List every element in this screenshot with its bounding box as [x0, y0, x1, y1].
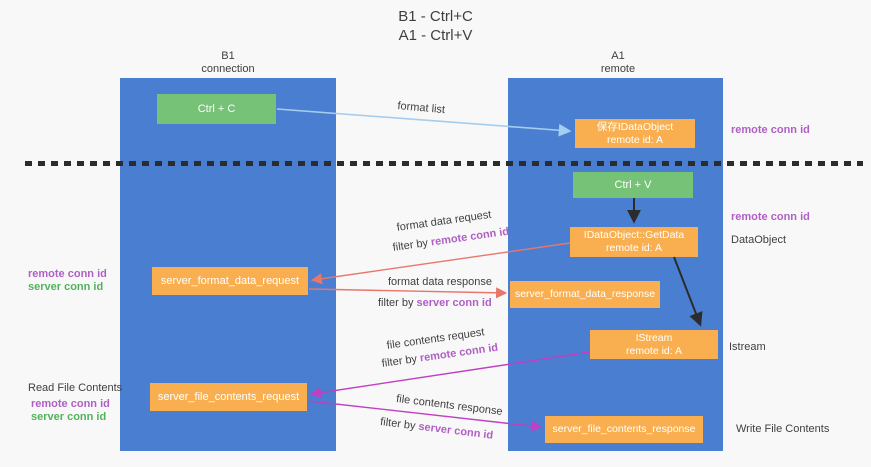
server-file-contents-request-node: server_file_contents_request — [150, 383, 307, 411]
left-server-conn-id-label: server conn id — [28, 281, 104, 293]
format-data-response-arrow — [308, 287, 508, 299]
left-remote-conn-id-label: remote conn id — [28, 268, 107, 280]
right-column-title: A1 — [611, 50, 625, 62]
right-column-subtitle: remote — [600, 63, 636, 75]
server-format-data-request-label: server_format_data_request — [160, 274, 300, 287]
right-mid-remote-conn-id-label: remote conn id — [731, 211, 810, 223]
filter-by-text: filter by — [378, 297, 414, 309]
server-format-data-response-node: server_format_data_response — [510, 281, 660, 308]
format-list-edge-label: format list — [396, 100, 446, 117]
diagram-title: B1 - Ctrl+C A1 - Ctrl+V — [0, 7, 871, 45]
write-file-contents-label: Write File Contents — [736, 423, 830, 435]
server-file-contents-request-label: server_file_contents_request — [157, 390, 300, 403]
save-dataobject-line1: 保存IDataObject — [596, 120, 674, 133]
save-dataobject-node: 保存IDataObject remote id: A — [575, 119, 695, 148]
format-data-response-edge-label: format data response — [388, 276, 492, 288]
remote-conn-id-text: remote conn id — [430, 225, 510, 249]
right-column-header: A1 remote — [548, 50, 688, 76]
filter-by-text: filter by — [392, 237, 429, 254]
istream-node: IStream remote id: A — [590, 330, 718, 359]
istream-side-label: Istream — [729, 341, 766, 353]
left-lower-remote-conn-id-label: remote conn id — [31, 398, 110, 410]
dataobject-label: DataObject — [731, 234, 787, 246]
left-column-header: B1 connection — [158, 50, 298, 76]
ctrl-v-node: Ctrl + V — [573, 172, 693, 198]
save-dataobject-line2: remote id: A — [606, 133, 664, 146]
server-file-contents-response-label: server_file_contents_response — [552, 423, 696, 435]
server-conn-id-text: server conn id — [417, 420, 494, 442]
ctrl-c-node: Ctrl + C — [157, 94, 276, 124]
session-divider-dashed-line — [25, 161, 863, 166]
title-line-2: A1 - Ctrl+V — [398, 27, 473, 44]
istream-line1: IStream — [635, 331, 673, 344]
getdata-line1: IDataObject::GetData — [583, 229, 685, 241]
filter-by-text: filter by — [379, 416, 417, 433]
server-format-data-request-node: server_format_data_request — [152, 267, 308, 295]
server-format-data-response-label: server_format_data_response — [514, 288, 656, 300]
left-lower-server-conn-id-label: server conn id — [31, 411, 107, 423]
istream-line2: remote id: A — [625, 344, 683, 357]
left-column-subtitle: connection — [201, 63, 255, 75]
read-file-contents-label: Read File Contents — [28, 382, 123, 394]
left-column-title: B1 — [221, 50, 235, 62]
idataobject-getdata-node: IDataObject::GetData remote id: A — [570, 227, 698, 257]
getdata-line2: remote id: A — [605, 242, 663, 254]
filter-by-text: filter by — [381, 353, 418, 370]
ctrl-c-label: Ctrl + C — [197, 102, 236, 115]
right-top-remote-conn-id-label: remote conn id — [731, 124, 810, 136]
title-line-1: B1 - Ctrl+C — [398, 8, 473, 25]
server-conn-id-text: server conn id — [416, 297, 492, 309]
file-contents-response-edge-label: file contents response — [395, 393, 504, 418]
ctrl-v-label: Ctrl + V — [614, 178, 652, 191]
server-file-contents-response-node: server_file_contents_response — [545, 416, 703, 443]
